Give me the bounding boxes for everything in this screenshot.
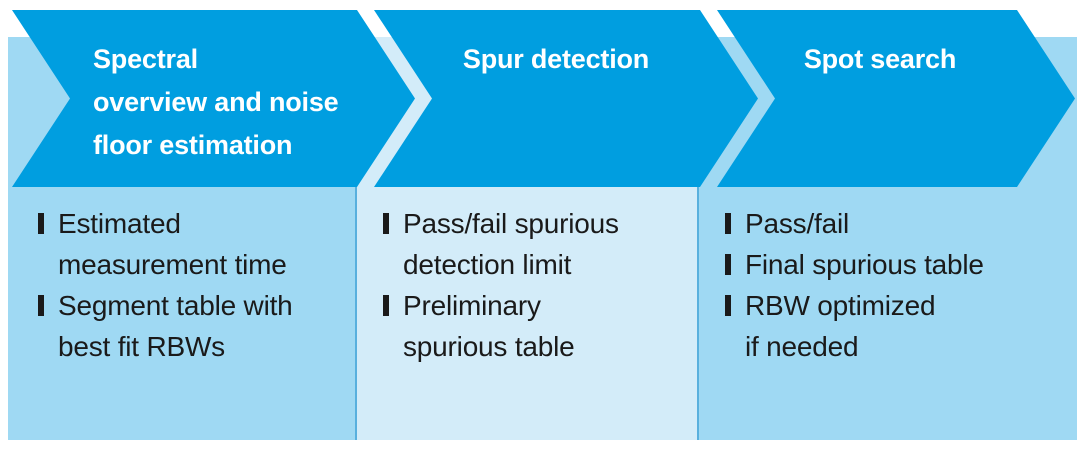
step-1-arrow	[12, 10, 415, 187]
list-item: Estimated measurement time	[38, 203, 343, 285]
item-text: Estimated measurement time	[58, 208, 287, 280]
step-2-bullet-list: Pass/fail spurious detection limit Preli…	[383, 203, 688, 367]
list-item: Preliminary spurious table	[383, 285, 688, 367]
list-item: Final spurious table	[725, 244, 1065, 285]
item-text: Segment table with best fit RBWs	[58, 290, 293, 362]
step-2-title: Spur detection	[462, 44, 650, 74]
bullet-bar-icon	[38, 295, 44, 316]
bullet-bar-icon	[383, 213, 389, 234]
panel-divider	[697, 37, 699, 440]
step-3-arrow	[717, 10, 1075, 187]
step-3-title: Spot search	[803, 44, 957, 74]
list-item: Pass/fail	[725, 203, 1065, 244]
step-1-title: Spectral overview and noise floor estima…	[93, 44, 339, 160]
item-text: Pass/fail spurious detection limit	[403, 208, 619, 280]
item-text: RBW optimized if needed	[745, 290, 936, 362]
item-text: Preliminary spurious table	[403, 290, 575, 362]
bullet-bar-icon	[725, 254, 731, 275]
step-1-bullet-list: Estimated measurement time Segment table…	[38, 203, 343, 367]
step-2-arrow	[374, 10, 758, 187]
panel-divider	[355, 37, 357, 440]
list-item: RBW optimized if needed	[725, 285, 1065, 367]
bullet-bar-icon	[383, 295, 389, 316]
item-text: Final spurious table	[745, 249, 984, 280]
bullet-bar-icon	[38, 213, 44, 234]
bullet-bar-icon	[725, 295, 731, 316]
list-item: Pass/fail spurious detection limit	[383, 203, 688, 285]
step-3-bullet-list: Pass/fail Final spurious table RBW optim…	[725, 203, 1065, 367]
bullet-bar-icon	[725, 213, 731, 234]
item-text: Pass/fail	[745, 208, 850, 239]
list-item: Segment table with best fit RBWs	[38, 285, 343, 367]
